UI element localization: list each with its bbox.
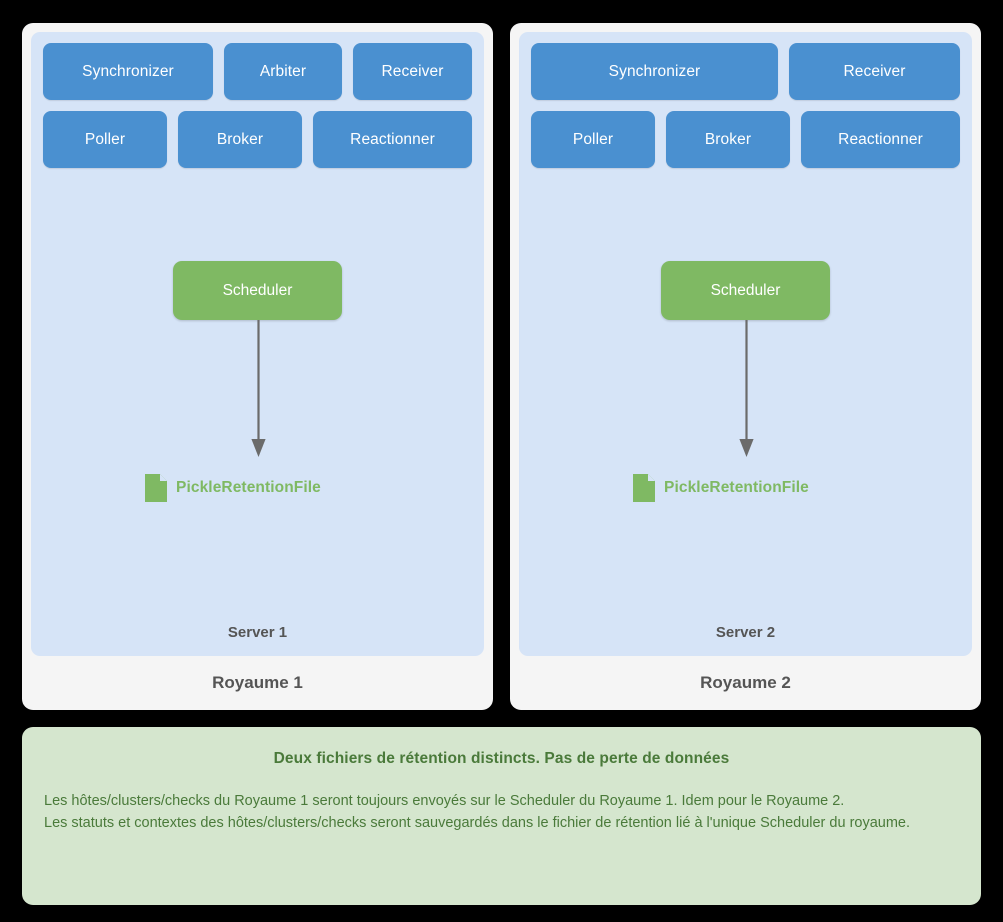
daemon-row: Poller Broker Reactionner [531, 111, 960, 168]
retention-file-1: PickleRetentionFile [145, 474, 321, 502]
file-icon [145, 474, 167, 502]
daemon-box-broker[interactable]: Broker [178, 111, 302, 168]
daemon-box-synchronizer[interactable]: Synchronizer [531, 43, 778, 100]
daemon-box-poller[interactable]: Poller [43, 111, 167, 168]
daemon-box-reactionner[interactable]: Reactionner [313, 111, 472, 168]
daemon-box-reactionner[interactable]: Reactionner [801, 111, 960, 168]
realm-label-2: Royaume 2 [700, 673, 791, 692]
server-panel-2: Synchronizer Receiver Poller Broker Reac… [519, 32, 972, 656]
daemon-box-receiver[interactable]: Receiver [353, 43, 472, 100]
daemon-box-synchronizer[interactable]: Synchronizer [43, 43, 213, 100]
retention-file-label-1: PickleRetentionFile [176, 479, 321, 496]
daemon-row: Synchronizer Receiver [531, 43, 960, 100]
daemon-row: Poller Broker Reactionner [43, 111, 472, 168]
scheduler-to-retention-arrow-1 [251, 320, 266, 457]
realm-label-1: Royaume 1 [212, 673, 303, 692]
summary-note-title: Deux fichiers de rétention distincts. Pa… [273, 750, 730, 767]
daemon-row: Synchronizer Arbiter Receiver [43, 43, 472, 100]
summary-note: Deux fichiers de rétention distincts. Pa… [22, 727, 981, 905]
file-icon [633, 474, 655, 502]
retention-file-2: PickleRetentionFile [633, 474, 809, 502]
daemon-box-poller[interactable]: Poller [531, 111, 655, 168]
server-label-1: Server 1 [227, 624, 288, 641]
scheduler-box-2[interactable]: Scheduler [661, 261, 830, 320]
summary-note-line: Les statuts et contextes des hôtes/clust… [44, 815, 911, 831]
server-label-2: Server 2 [715, 624, 776, 641]
realm-card-2: Synchronizer Receiver Poller Broker Reac… [510, 23, 981, 710]
daemon-box-receiver[interactable]: Receiver [789, 43, 960, 100]
daemon-grid-2: Synchronizer Receiver Poller Broker Reac… [531, 43, 960, 179]
daemon-box-arbiter[interactable]: Arbiter [224, 43, 342, 100]
scheduler-to-retention-arrow-2 [739, 320, 754, 457]
daemon-grid-1: Synchronizer Arbiter Receiver Poller Bro… [43, 43, 472, 179]
server-panel-1: Synchronizer Arbiter Receiver Poller Bro… [31, 32, 484, 656]
summary-note-line: Les hôtes/clusters/checks du Royaume 1 s… [44, 793, 845, 809]
daemon-box-broker[interactable]: Broker [666, 111, 790, 168]
summary-note-body: Les hôtes/clusters/checks du Royaume 1 s… [44, 790, 959, 834]
scheduler-box-1[interactable]: Scheduler [173, 261, 342, 320]
realm-card-1: Synchronizer Arbiter Receiver Poller Bro… [22, 23, 493, 710]
retention-file-label-2: PickleRetentionFile [664, 479, 809, 496]
